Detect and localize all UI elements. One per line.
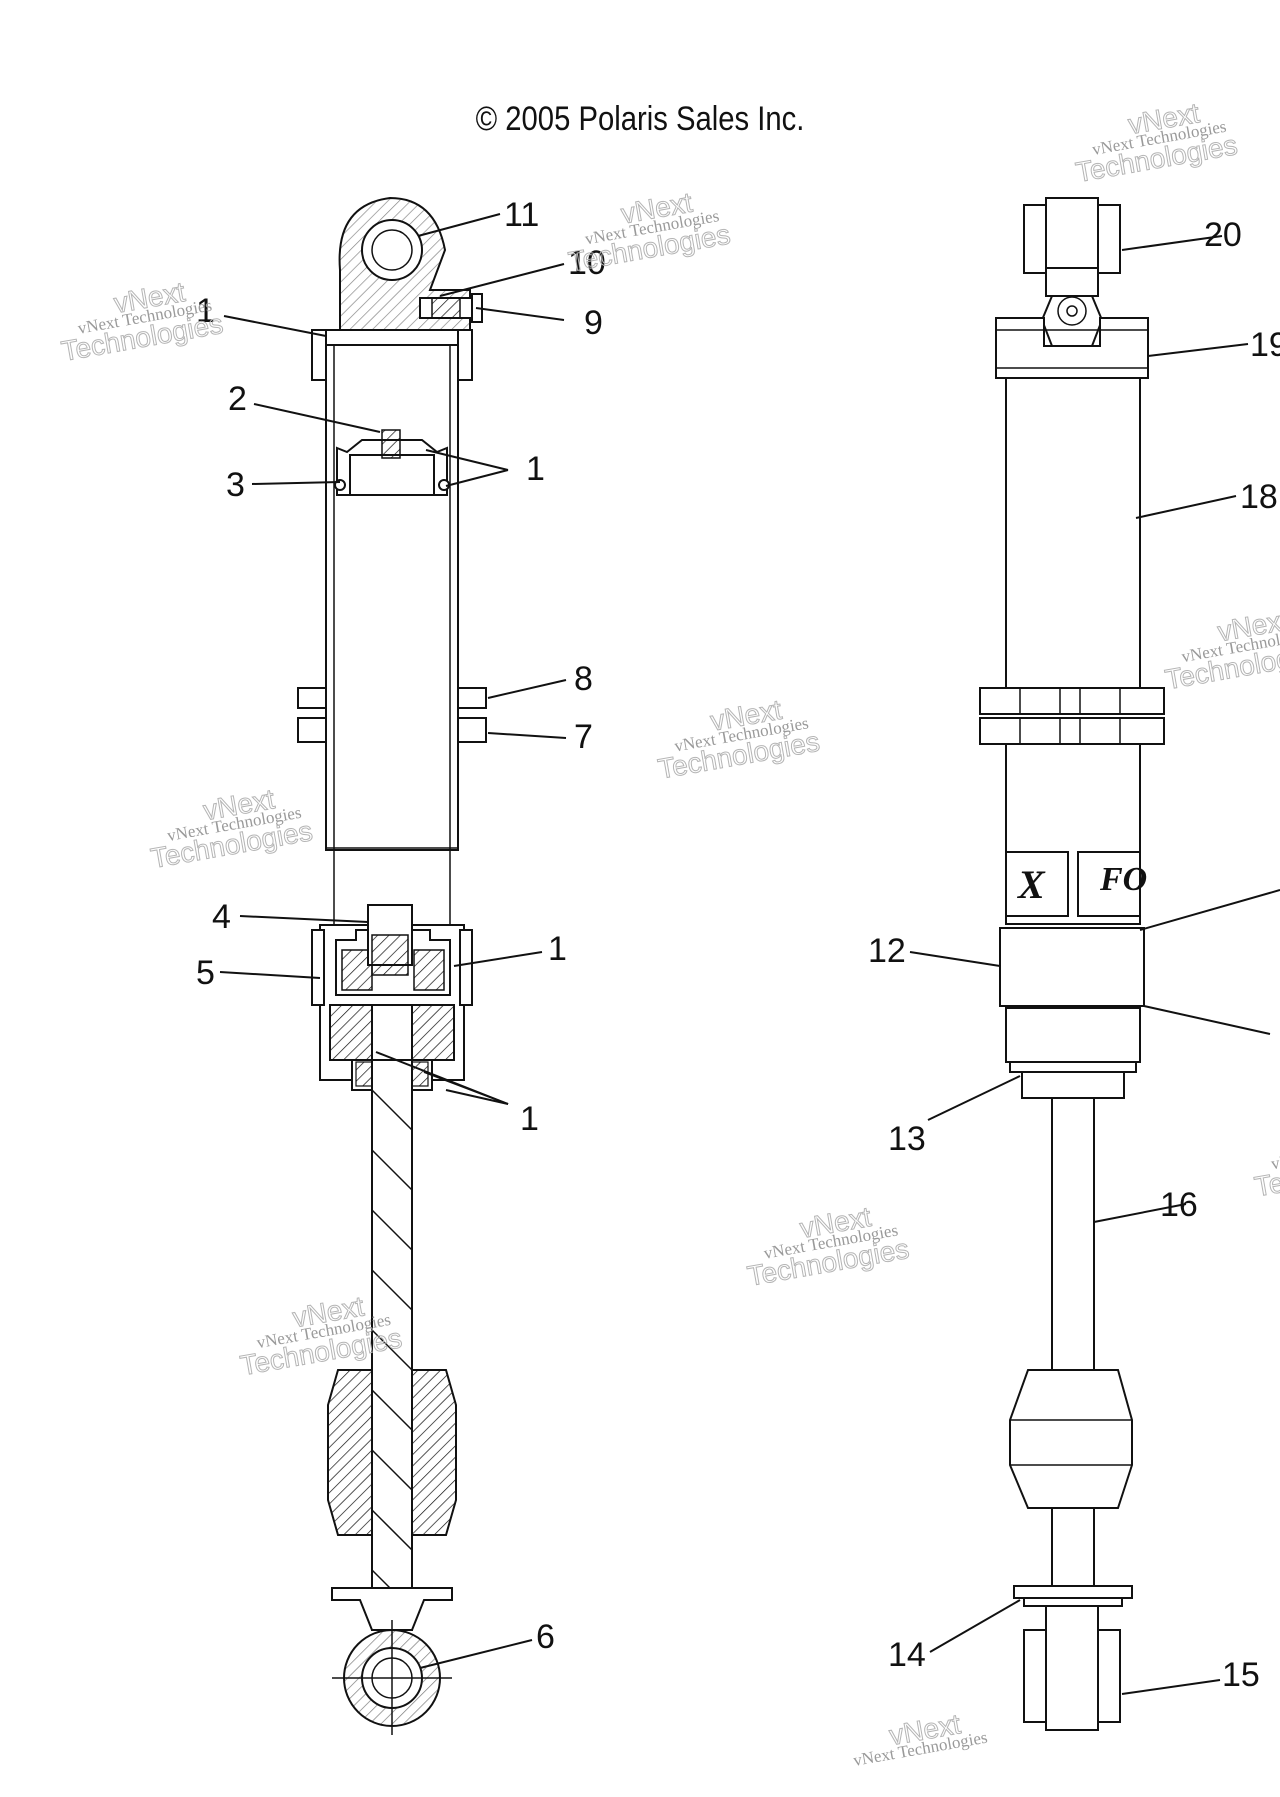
callout-10: 10 [568, 244, 606, 282]
leader-lines [219, 213, 1280, 1695]
callout-20: 20 [1204, 216, 1242, 254]
callout-1-seal: 1 [520, 1100, 539, 1138]
callout-11: 11 [504, 196, 539, 234]
callout-5: 5 [196, 954, 215, 992]
callout-14: 14 [888, 1636, 926, 1674]
callout-18: 18 [1240, 478, 1278, 516]
callout-12: 12 [868, 932, 906, 970]
callout-13: 13 [888, 1120, 926, 1158]
callout-19: 19 [1250, 326, 1280, 364]
callout-15: 15 [1222, 1656, 1260, 1694]
callout-3: 3 [226, 466, 245, 504]
logo-mark-right: FO [1099, 861, 1147, 898]
watermark-text: Technologies [1252, 1143, 1280, 1202]
exterior-shock: X FO [979, 197, 1165, 1731]
logo-mark-left: X [1016, 862, 1046, 907]
callout-8: 8 [574, 660, 593, 698]
callout-9: 9 [584, 304, 603, 342]
callout-7: 7 [574, 718, 593, 756]
callout-16: 16 [1160, 1186, 1198, 1224]
cutaway-shock [297, 196, 487, 1735]
callout-1-mid: 1 [548, 930, 567, 968]
callout-4: 4 [212, 898, 231, 936]
callout-1-top: 1 [196, 292, 215, 330]
callout-2: 2 [228, 380, 247, 418]
callout-labels: 11 10 9 1 2 1 3 8 7 4 1 5 1 6 20 19 18 1… [196, 196, 1280, 1694]
copyright-notice: © 2005 Polaris Sales Inc. [475, 100, 805, 138]
callout-1-piston: 1 [526, 450, 545, 488]
callout-6: 6 [536, 1618, 555, 1656]
